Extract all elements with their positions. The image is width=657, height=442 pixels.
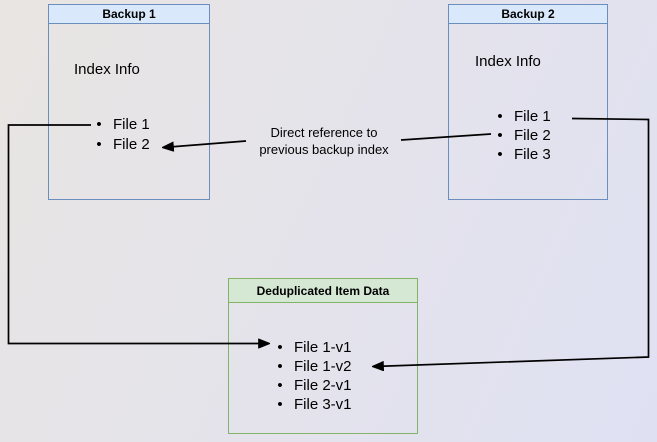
backup2-node: Backup 2 Index Info • File 1 • File 2 • … [448,4,608,200]
bullet-icon: • [277,377,283,394]
bullet-icon: • [96,116,102,133]
list-item-label: File 1 [514,108,551,125]
bullet-icon: • [497,108,503,125]
list-item: • File 1-v1 [273,338,352,357]
list-item-label: File 2 [113,136,150,153]
list-item-label: File 1 [113,116,150,133]
bullet-icon: • [96,136,102,153]
list-item: • File 2-v1 [273,376,352,395]
backup1-index-info-label: Index Info [74,61,140,78]
edge-label-line1: Direct reference to [270,125,378,140]
backup1-title: Backup 1 [49,5,209,24]
list-item: • File 3 [493,145,551,164]
bullet-icon: • [277,358,283,375]
dedup-store-node: Deduplicated Item Data • File 1-v1 • Fil… [228,278,418,434]
list-item: • File 1 [493,107,551,126]
dedup-store-title: Deduplicated Item Data [229,279,417,303]
list-item-label: File 1-v2 [294,358,352,375]
bullet-icon: • [497,127,503,144]
backup2-title: Backup 2 [449,5,607,24]
backup1-node: Backup 1 Index Info • File 1 • File 2 [48,4,210,200]
backup2-index-info-label: Index Info [475,53,541,70]
list-item: • File 3-v1 [273,395,352,414]
list-item: • File 1-v2 [273,357,352,376]
list-item-label: File 2-v1 [294,377,352,394]
list-item-label: File 3-v1 [294,396,352,413]
edge-label-line2: previous backup index [259,142,389,157]
edge-label-direct-reference: Direct reference to previous backup inde… [238,124,410,158]
list-item: • File 2 [92,135,150,155]
bullet-icon: • [277,396,283,413]
list-item: • File 2 [493,126,551,145]
bullet-icon: • [277,339,283,356]
list-item-label: File 1-v1 [294,339,352,356]
list-item-label: File 3 [514,146,551,163]
list-item-label: File 2 [514,127,551,144]
list-item: • File 1 [92,115,150,135]
bullet-icon: • [497,146,503,163]
